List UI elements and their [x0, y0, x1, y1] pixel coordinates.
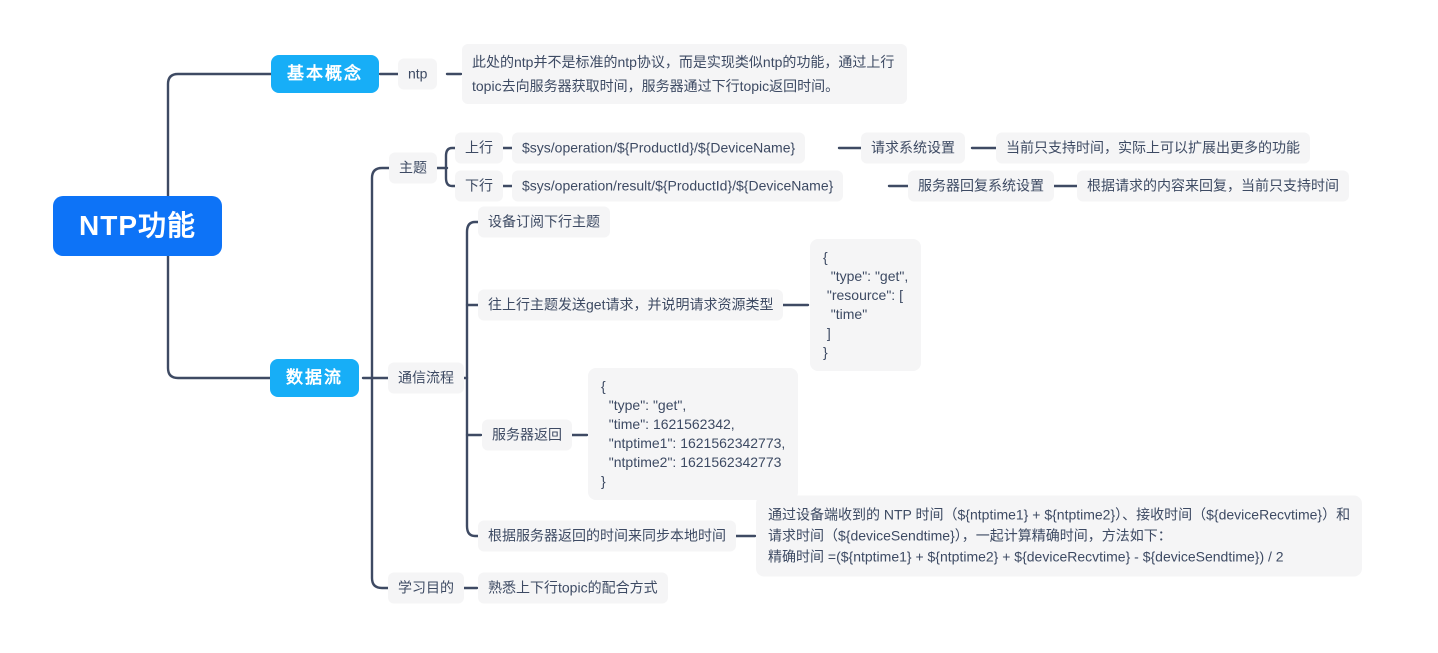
node-learning-note[interactable]: 熟悉上下行topic的配合方式 [478, 572, 668, 604]
node-ntp[interactable]: ntp [398, 58, 438, 90]
node-basic-concept[interactable]: 基本概念 [271, 55, 379, 93]
node-learning-goal[interactable]: 学习目的 [388, 572, 464, 604]
node-uplink-purpose[interactable]: 请求系统设置 [861, 132, 965, 164]
node-uplink-note[interactable]: 当前只支持时间，实际上可以扩展出更多的功能 [996, 132, 1310, 164]
node-data-flow[interactable]: 数据流 [270, 359, 359, 397]
node-downlink-note[interactable]: 根据请求的内容来回复，当前只支持时间 [1077, 170, 1349, 202]
node-downlink[interactable]: 下行 [455, 170, 503, 202]
node-uplink-topic[interactable]: $sys/operation/${ProductId}/${DeviceName… [512, 132, 806, 164]
node-step-sync-time[interactable]: 根据服务器返回的时间来同步本地时间 [478, 520, 736, 552]
node-downlink-purpose[interactable]: 服务器回复系统设置 [908, 170, 1054, 202]
node-uplink[interactable]: 上行 [455, 132, 503, 164]
node-server-return-json[interactable]: { "type": "get", "time": 1621562342, "nt… [588, 368, 799, 500]
node-comm-flow[interactable]: 通信流程 [388, 362, 464, 394]
node-sync-time-note[interactable]: 通过设备端收到的 NTP 时间（${ntptime1} + ${ntptime2… [756, 495, 1363, 577]
node-get-request-json[interactable]: { "type": "get", "resource": [ "time" ] … [810, 239, 922, 371]
node-step-get-request[interactable]: 往上行主题发送get请求，并说明请求资源类型 [478, 289, 784, 321]
node-ntp-description[interactable]: 此处的ntp并不是标准的ntp协议，而是实现类似ntp的功能，通过上行topic… [462, 44, 907, 104]
node-root[interactable]: NTP功能 [53, 196, 223, 256]
node-step-server-return[interactable]: 服务器返回 [482, 419, 572, 451]
node-topic[interactable]: 主题 [389, 152, 437, 184]
node-downlink-topic[interactable]: $sys/operation/result/${ProductId}/${Dev… [512, 170, 844, 202]
node-step-subscribe[interactable]: 设备订阅下行主题 [478, 206, 610, 238]
